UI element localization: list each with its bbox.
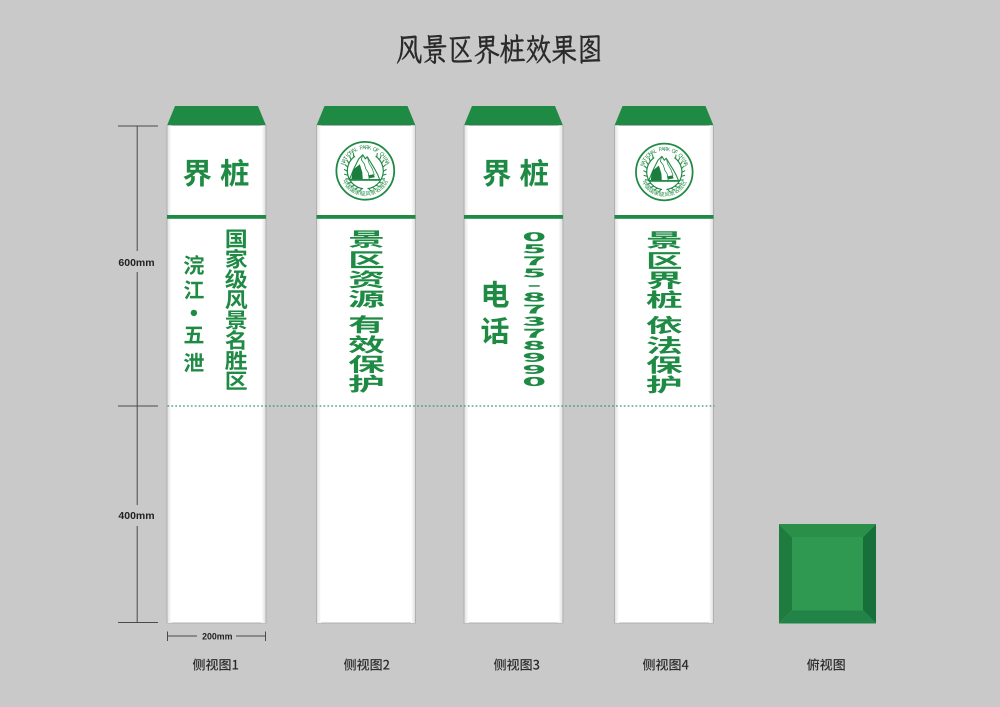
svg-text:200mm: 200mm <box>202 631 232 641</box>
svg-text:400mm: 400mm <box>118 510 154 522</box>
svg-text:600mm: 600mm <box>118 257 154 269</box>
